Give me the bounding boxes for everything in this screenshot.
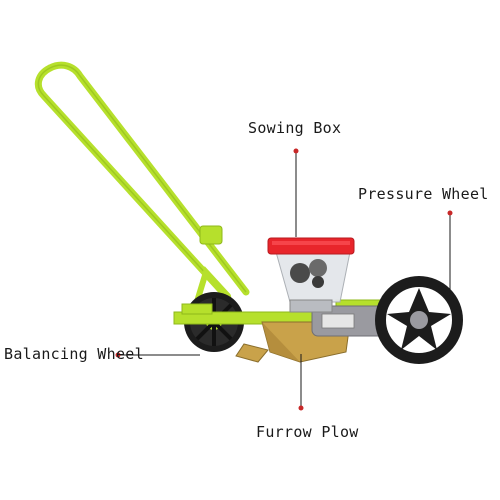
leader-sowing-box <box>293 148 299 237</box>
leader-furrow-plow <box>298 354 304 411</box>
leader-pressure-wheel <box>447 210 453 293</box>
handle-loop-inner <box>46 61 250 296</box>
label-furrow-plow: Furrow Plow <box>256 423 359 441</box>
handle-loop <box>34 64 232 302</box>
sowing-box <box>267 237 355 313</box>
label-sowing-box: Sowing Box <box>248 119 342 137</box>
label-pressure-wheel: Pressure Wheel <box>358 185 489 203</box>
leader-balancing-wheel <box>115 352 200 358</box>
label-balancing-wheel: Balancing Wheel <box>4 345 144 363</box>
pressure-wheel <box>375 276 463 364</box>
handle-bracket <box>199 225 223 245</box>
